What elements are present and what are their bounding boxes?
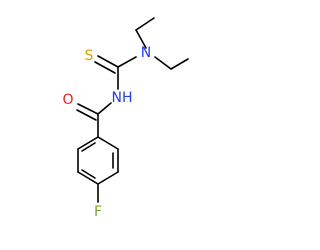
bond-ethyl1-ch2-ch3	[135, 17, 155, 31]
amide-nitrogen-label: NH	[112, 90, 133, 106]
bond-layer	[76, 17, 189, 203]
bond-nh-carbonyl	[97, 102, 112, 115]
oxygen-atom-label: O	[62, 92, 73, 108]
structure-diagram: S N NH O F	[62, 17, 189, 220]
atom-label-layer: S N NH O F	[62, 45, 151, 220]
bond-n-ethyl2-ch2	[154, 56, 172, 70]
thioamide-nitrogen-label: N	[141, 45, 151, 61]
fluorine-atom-label: F	[94, 204, 102, 220]
ring-bond-1	[97, 136, 119, 150]
bond-carbonyl-o-double	[76, 109, 97, 121]
bond-s-c	[97, 55, 119, 68]
bond-s-c-double	[94, 61, 116, 74]
bond-ethyl2-ch2-ch3	[170, 58, 189, 70]
ring-bond-3	[97, 171, 119, 185]
sulfur-atom-label: S	[85, 48, 94, 64]
ring-bond-4	[77, 171, 99, 185]
bond-c-ndiethyl	[117, 56, 137, 68]
bond-n-ethyl1-ch2	[135, 29, 147, 49]
bond-carbonyl-o	[77, 103, 99, 115]
ring-bond-6	[77, 136, 99, 150]
ring-inner-double-2	[81, 169, 96, 179]
ring-inner-double-3	[81, 142, 96, 152]
